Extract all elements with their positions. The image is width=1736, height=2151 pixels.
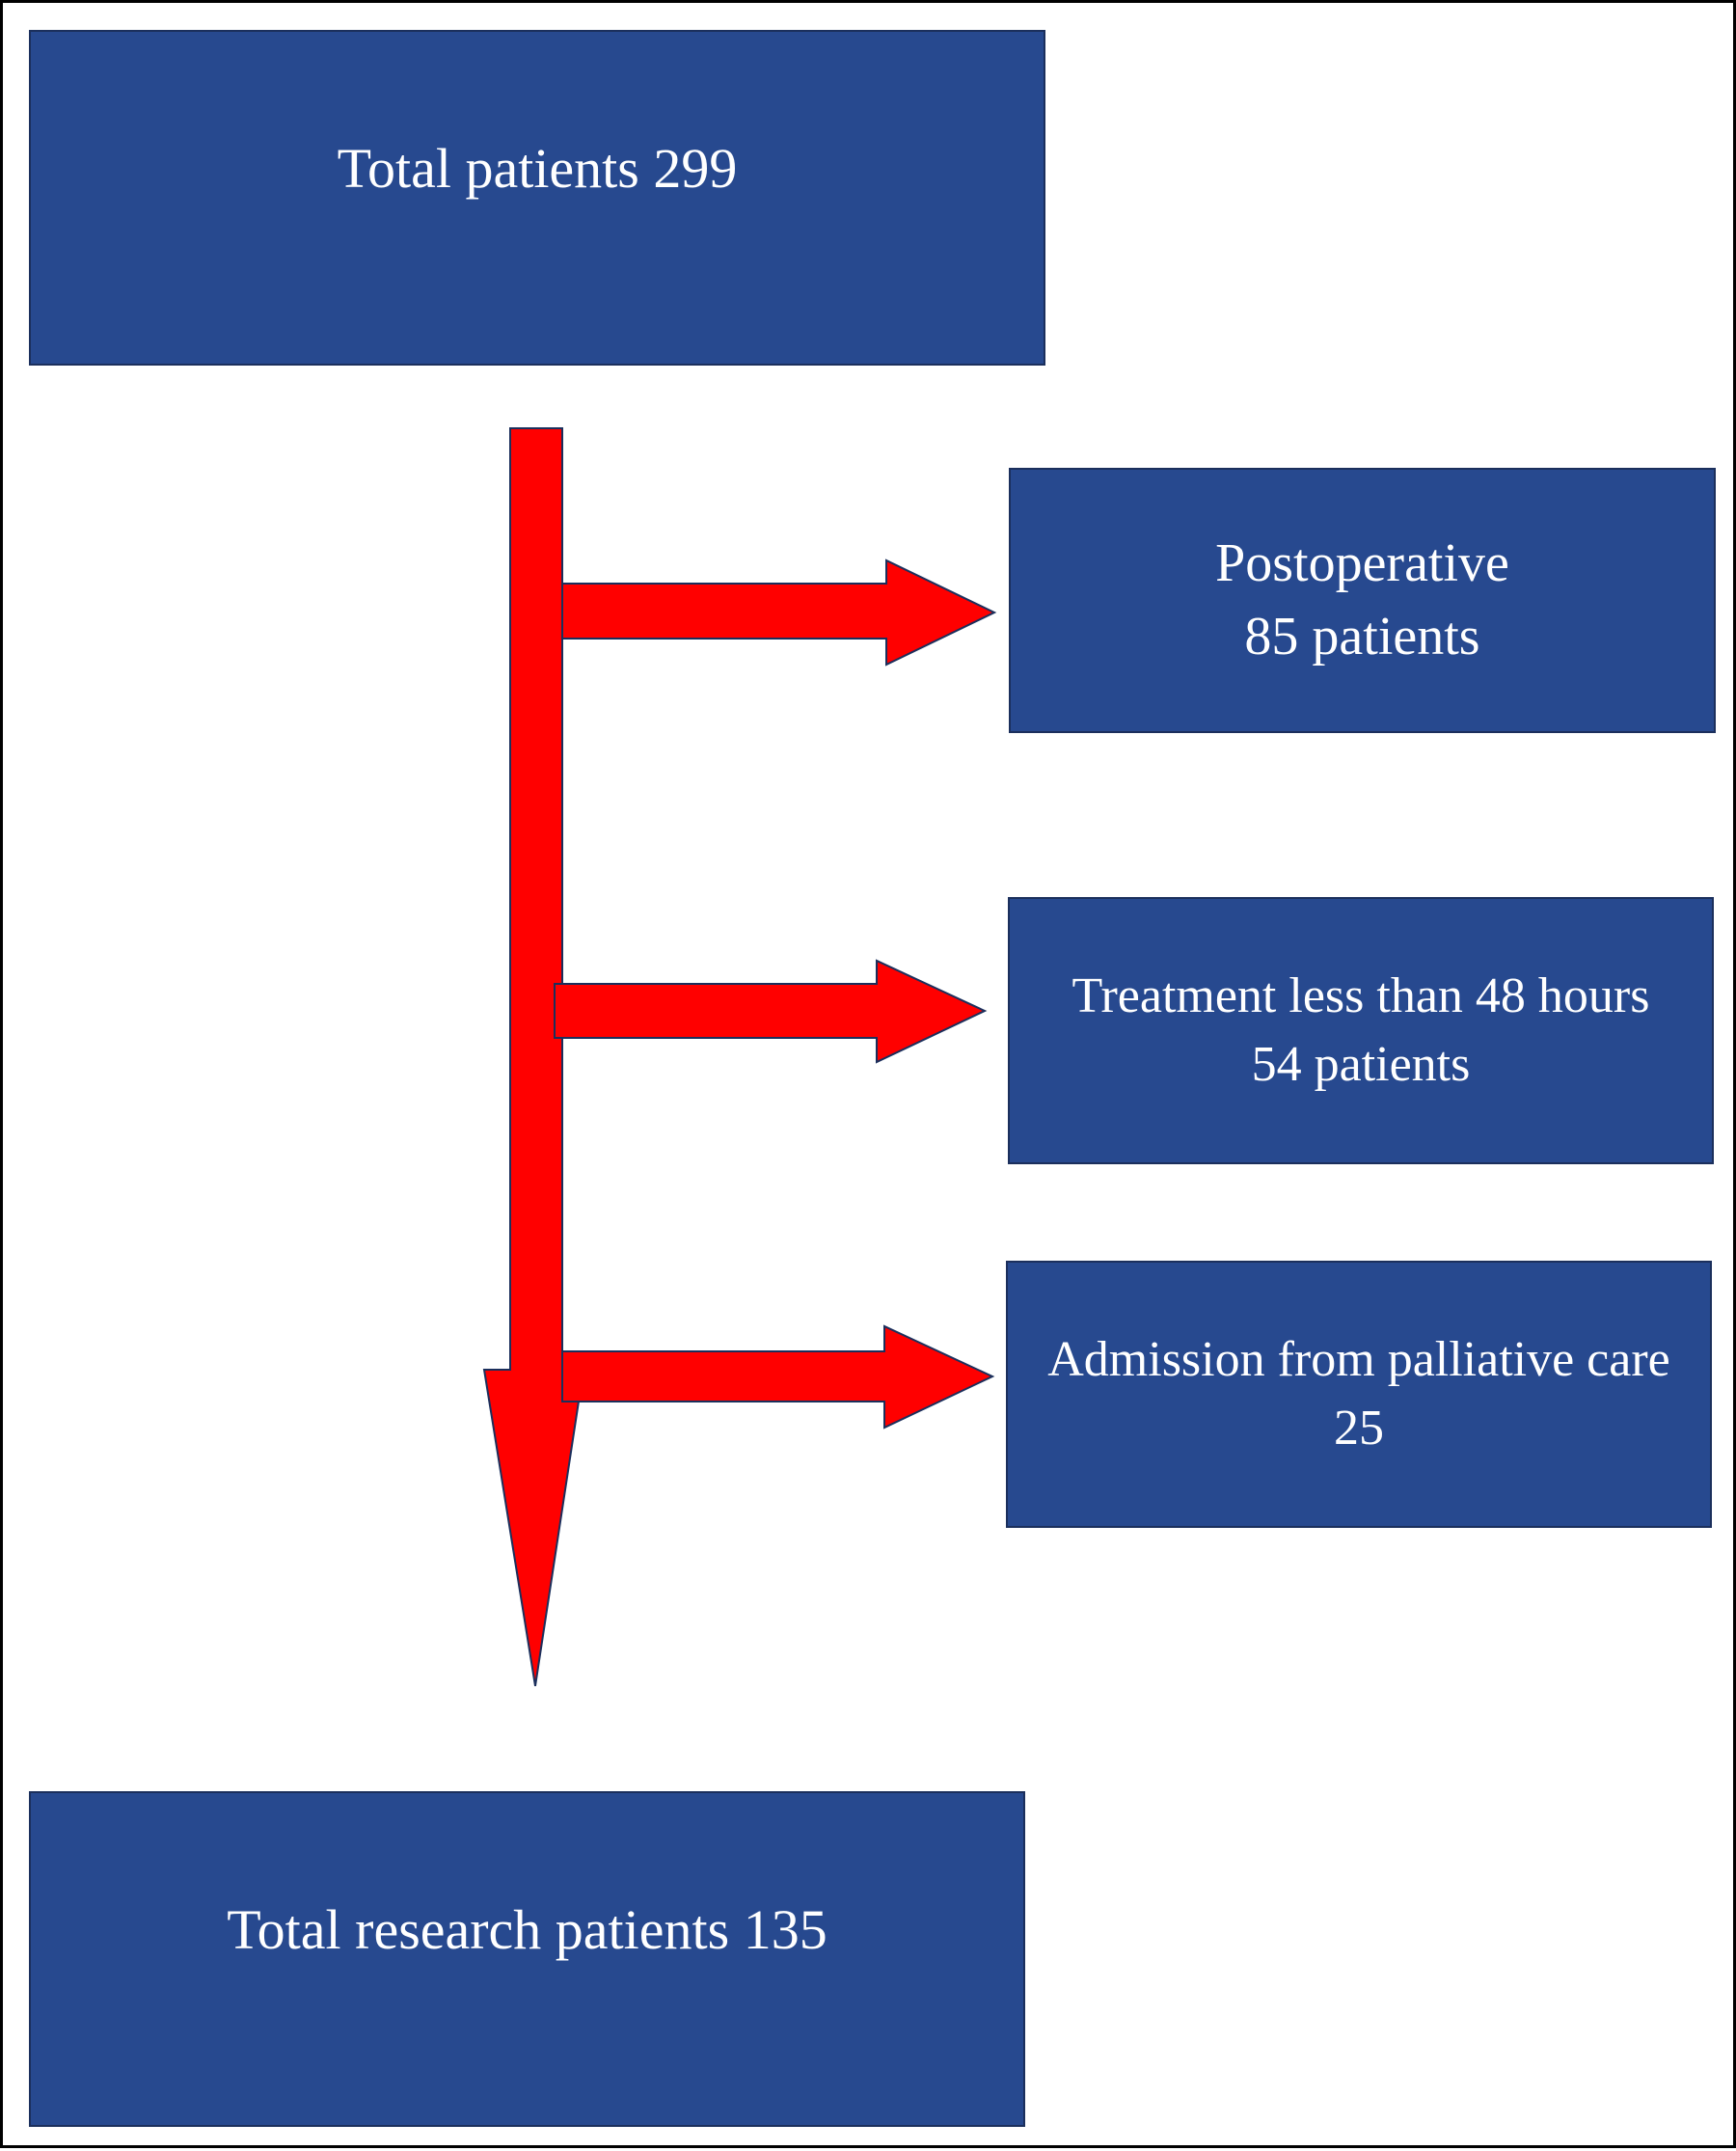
research-patients-box: Total research patients 135 [29,1791,1025,2127]
postoperative-count: 85 patients [1244,606,1480,667]
research-patients-text: Total research patients 135 [227,1897,827,1961]
branch-arrow-admission [561,1324,995,1429]
admission-box: Admission from palliative care 25 [1006,1261,1712,1528]
flow-arrows [482,427,997,1687]
total-patients-box: Total patients 299 [29,30,1045,366]
treatment-box: Treatment less than 48 hours 54 patients [1008,897,1714,1164]
branch-arrow-treatment [554,959,988,1064]
postoperative-box: Postoperative 85 patients [1009,468,1716,733]
admission-label: Admission from palliative care [1047,1332,1670,1388]
postoperative-label: Postoperative [1215,532,1509,593]
branch-arrow-postoperative [561,558,997,667]
treatment-label: Treatment less than 48 hours [1071,968,1650,1024]
total-patients-text: Total patients 299 [337,136,738,200]
treatment-count: 54 patients [1251,1036,1471,1092]
admission-count: 25 [1334,1400,1384,1456]
